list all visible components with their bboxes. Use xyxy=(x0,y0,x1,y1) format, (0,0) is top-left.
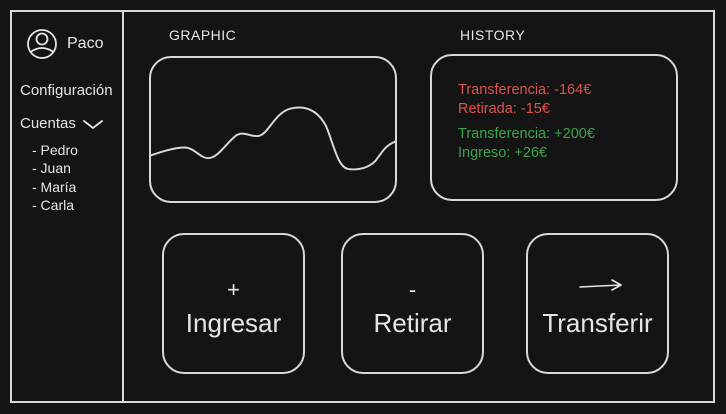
minus-icon: - xyxy=(408,277,417,302)
user-name: Paco xyxy=(67,35,104,52)
plus-icon: + xyxy=(227,277,240,302)
history-title: HISTORY xyxy=(460,27,526,43)
user-profile[interactable]: Paco xyxy=(26,28,103,60)
transfer-label: Transferir xyxy=(542,308,653,338)
arrow-right-icon xyxy=(579,279,622,291)
menu-configuration[interactable]: Configuración xyxy=(20,82,113,99)
deposit-label: Ingresar xyxy=(185,308,282,338)
history-entry: Retirada: -15€ xyxy=(458,101,550,117)
transfer-button[interactable]: Transferir xyxy=(526,233,669,374)
account-item-maria[interactable]: - María xyxy=(32,178,77,195)
sidebar: Paco Configuración Cuentas - Pedro - Jua… xyxy=(12,12,124,401)
balance-line-graph xyxy=(151,106,395,171)
account-item-pedro[interactable]: - Pedro xyxy=(32,142,78,158)
withdraw-label: Retirar xyxy=(373,308,452,338)
chevron-down-icon[interactable] xyxy=(82,118,104,130)
user-avatar-icon xyxy=(27,29,57,59)
history-panel: Transferencia: -164€ Retirada: -15€ Tran… xyxy=(430,54,678,201)
accounts-list: - Pedro - Juan - María - Carla xyxy=(32,141,78,214)
app-frame: Paco Configuración Cuentas - Pedro - Jua… xyxy=(10,10,715,403)
deposit-button[interactable]: + Ingresar xyxy=(162,233,305,374)
menu-accounts-label: Cuentas xyxy=(20,115,76,132)
balance-graph xyxy=(149,56,397,203)
history-entry: Transferencia: +200€ xyxy=(458,126,595,142)
menu-accounts[interactable]: Cuentas xyxy=(20,115,104,132)
account-item-carla[interactable]: - Carla xyxy=(32,196,75,213)
history-entry: Transferencia: -164€ xyxy=(458,82,592,98)
graphic-title: GRAPHIC xyxy=(169,27,237,43)
history-entry: Ingreso: +26€ xyxy=(458,145,548,161)
account-item-juan[interactable]: - Juan xyxy=(32,160,71,177)
withdraw-button[interactable]: - Retirar xyxy=(341,233,484,374)
